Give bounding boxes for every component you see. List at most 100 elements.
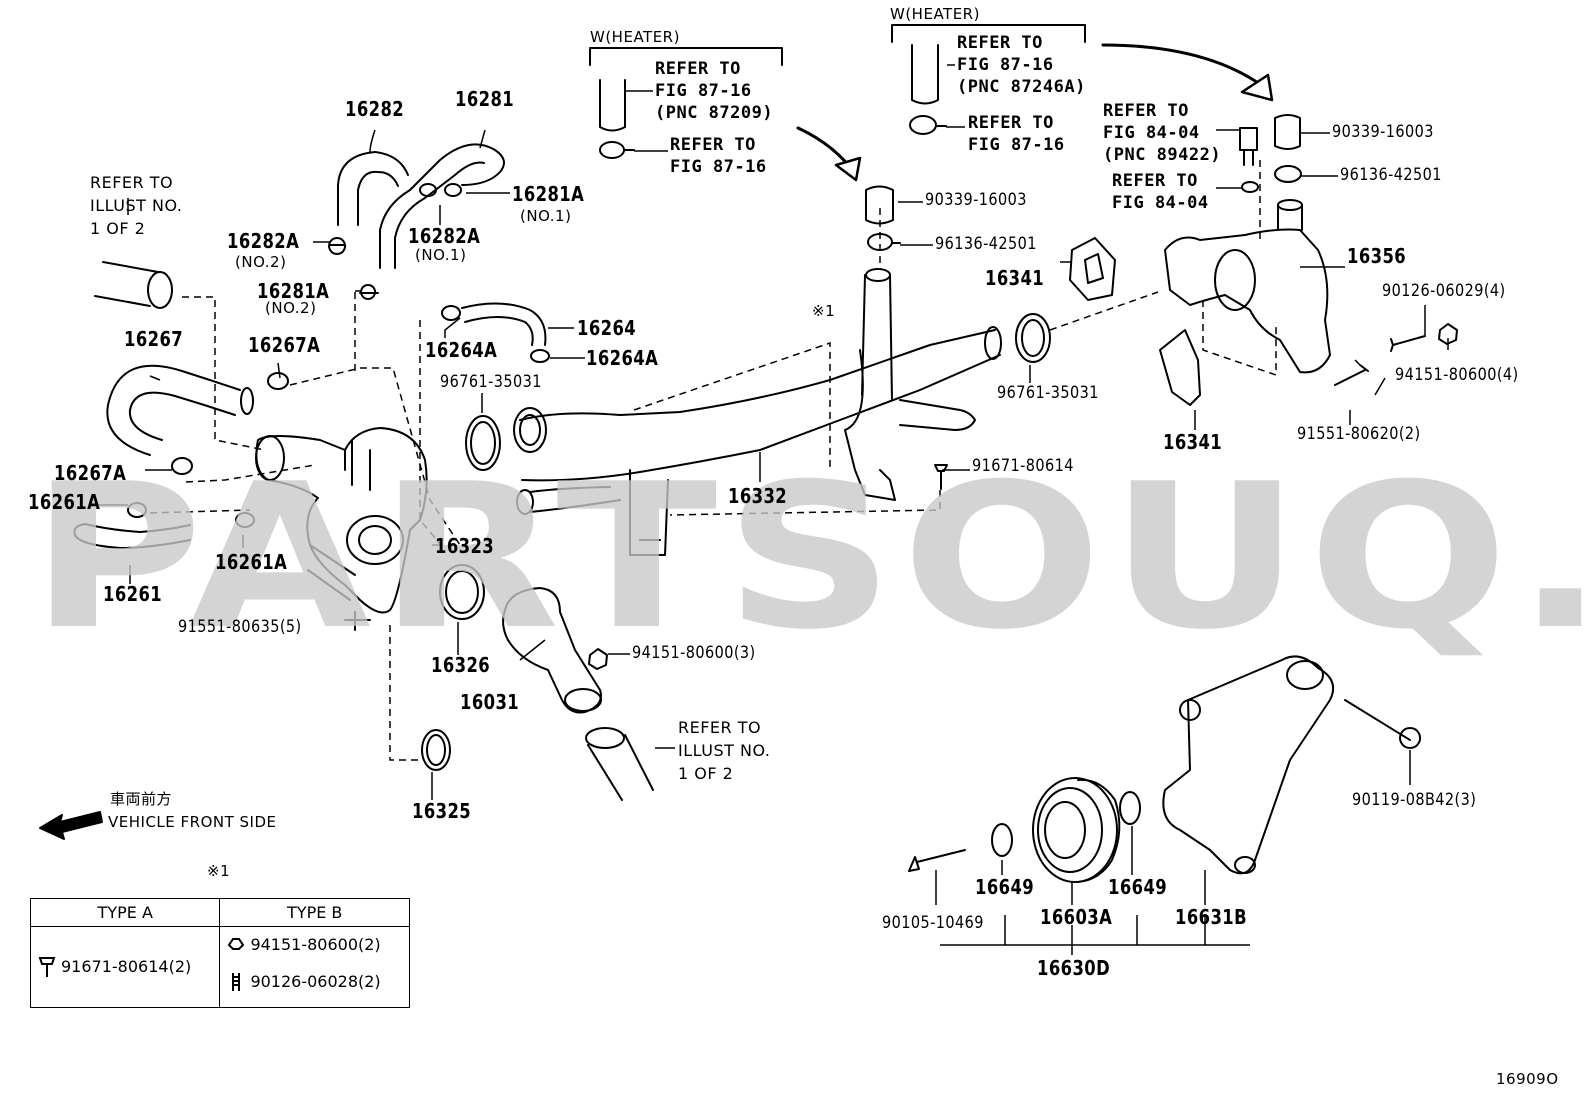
part-16264a: 16264A xyxy=(425,338,498,362)
gasket-16325 xyxy=(421,729,451,771)
part-16326: 16326 xyxy=(431,653,491,677)
part-16282: 16282 xyxy=(345,97,405,121)
type-a-header: TYPE A xyxy=(29,898,221,927)
heater-hose-right xyxy=(911,44,939,105)
stud-90126 xyxy=(1390,335,1426,352)
bolt-91551-80635 xyxy=(307,544,371,631)
note-fig-87-16-pnc-87246a: REFER TO FIG 87-16 (PNC 87246A) xyxy=(957,33,1086,97)
type-b-part-2: 90126-06028(2) xyxy=(250,972,381,991)
heater-label-right: W(HEATER) xyxy=(890,5,980,23)
note-illust-upper: REFER TO ILLUST NO. 1 OF 2 xyxy=(90,173,183,238)
fastener-type-table: TYPE A TYPE B 91671-80614(2) 94151-80600… xyxy=(29,898,410,1008)
pipe-bracket xyxy=(629,469,669,556)
vehicle-front-en: VEHICLE FRONT SIDE xyxy=(108,813,277,831)
water-pipe-16332 xyxy=(519,329,1001,482)
bolt-icon xyxy=(38,957,56,977)
type-a-cell: 91671-80614(2) xyxy=(29,926,221,1008)
arrow-right xyxy=(1101,43,1270,92)
note-mark-1: ※1 xyxy=(812,302,836,320)
part-16261a-b: 16261A xyxy=(215,550,288,574)
water-outlet-16356 xyxy=(1164,228,1331,374)
bolt-90105-10469 xyxy=(908,849,966,872)
gasket-16341-upper xyxy=(1069,237,1116,301)
nut-icon xyxy=(228,938,245,950)
hose-90339-mid xyxy=(865,185,894,225)
type-a-part: 91671-80614(2) xyxy=(61,957,192,976)
clamp-16264a xyxy=(441,305,550,363)
gasket-96761-left xyxy=(465,415,501,471)
hose-16261 xyxy=(73,523,191,549)
nut-94151 xyxy=(588,648,608,670)
part-94151-80600-4: 94151-80600(4) xyxy=(1395,365,1519,385)
part-96136-42501-right: 96136-42501 xyxy=(1340,165,1442,185)
note-fig-87-16-pnc-87209: REFER TO FIG 87-16 (PNC 87209) xyxy=(655,59,774,123)
ref-hose-upper xyxy=(94,261,159,307)
part-16282a-no2-suffix: (NO.2) xyxy=(235,253,287,271)
part-16649-left: 16649 xyxy=(975,875,1035,899)
bolt-91551-80620 xyxy=(1334,364,1369,386)
clamp-96136-right xyxy=(1274,165,1302,183)
washer-16649-left xyxy=(991,823,1013,857)
part-90339-16003-right: 90339-16003 xyxy=(1332,122,1434,142)
pulley-16603a xyxy=(1032,777,1118,883)
part-16282a-no2: 16282A xyxy=(227,229,300,253)
part-96761-35031-left: 96761-35031 xyxy=(440,372,542,392)
part-91551-80620: 91551-80620(2) xyxy=(1297,424,1421,444)
part-16282a-no1-suffix: (NO.1) xyxy=(415,246,467,264)
part-91671-80614: 91671-80614 xyxy=(972,456,1074,476)
hose-90339-right xyxy=(1274,114,1301,150)
part-16341-lower: 16341 xyxy=(1163,430,1223,454)
part-16325: 16325 xyxy=(412,799,472,823)
vehicle-front-jp: 車両前方 xyxy=(110,790,173,808)
part-16261a: 16261A xyxy=(28,490,101,514)
part-96761-35031-right: 96761-35031 xyxy=(997,383,1099,403)
part-16630d: 16630D xyxy=(1037,956,1111,980)
part-90126-06029: 90126-06029(4) xyxy=(1382,281,1506,301)
part-16261: 16261 xyxy=(103,582,163,606)
clamp-left xyxy=(599,141,635,159)
part-16267: 16267 xyxy=(124,327,184,351)
heater-label-left: W(HEATER) xyxy=(590,28,680,46)
part-16631b: 16631B xyxy=(1175,905,1248,929)
pipe-stand xyxy=(844,274,896,501)
part-16341-upper: 16341 xyxy=(985,266,1045,290)
part-16323: 16323 xyxy=(435,534,495,558)
part-16281a-no1: 16281A xyxy=(512,182,585,206)
ref-hose-lower xyxy=(587,734,654,801)
water-inlet-16323 xyxy=(255,427,428,614)
figure-code: 16909O xyxy=(1496,1070,1559,1088)
note-fig-87-16-a: REFER TO FIG 87-16 xyxy=(670,135,767,177)
clamp-16281a-no2 xyxy=(359,284,379,300)
part-16649-right: 16649 xyxy=(1108,875,1168,899)
bolt-90119-08b42 xyxy=(1344,699,1422,749)
part-16603a: 16603A xyxy=(1040,905,1113,929)
hose-16267 xyxy=(106,364,241,456)
clamp-16261a xyxy=(127,502,255,528)
bolt-91671-80614 xyxy=(934,464,948,490)
clamp-96136-mid xyxy=(867,233,901,251)
part-16281a-no1-suffix: (NO.1) xyxy=(520,207,572,225)
nut-94151-right xyxy=(1438,323,1458,345)
note-fig-84-04: REFER TO FIG 84-04 xyxy=(1112,171,1209,213)
part-90119-08b42: 90119-08B42(3) xyxy=(1352,790,1477,810)
thermostat-16031 xyxy=(502,587,602,714)
part-16264a-b: 16264A xyxy=(586,346,659,370)
part-16281a-no2-suffix: (NO.2) xyxy=(265,299,317,317)
heater-bracket-right xyxy=(891,24,1086,43)
note-fig-84-04-pnc-89422: REFER TO FIG 84-04 (PNC 89422) xyxy=(1103,101,1222,165)
heater-hose-left xyxy=(599,79,626,132)
type-b-cell: 94151-80600(2) 90126-06028(2) xyxy=(219,926,410,1008)
stud-icon xyxy=(232,973,241,991)
sensor-89422 xyxy=(1239,127,1258,166)
note-illust-lower: REFER TO ILLUST NO. 1 OF 2 xyxy=(678,718,771,783)
part-91551-80635: 91551-80635(5) xyxy=(178,617,302,637)
type-b-part-1: 94151-80600(2) xyxy=(250,935,381,954)
part-90339-16003-mid: 90339-16003 xyxy=(925,190,1027,210)
part-96136-42501-mid: 96136-42501 xyxy=(935,234,1037,254)
part-16281a-no2: 16281A xyxy=(257,279,330,303)
part-16264: 16264 xyxy=(577,316,637,340)
gasket-96761-right xyxy=(1015,313,1051,363)
part-94151-80600-3: 94151-80600(3) xyxy=(632,643,756,663)
